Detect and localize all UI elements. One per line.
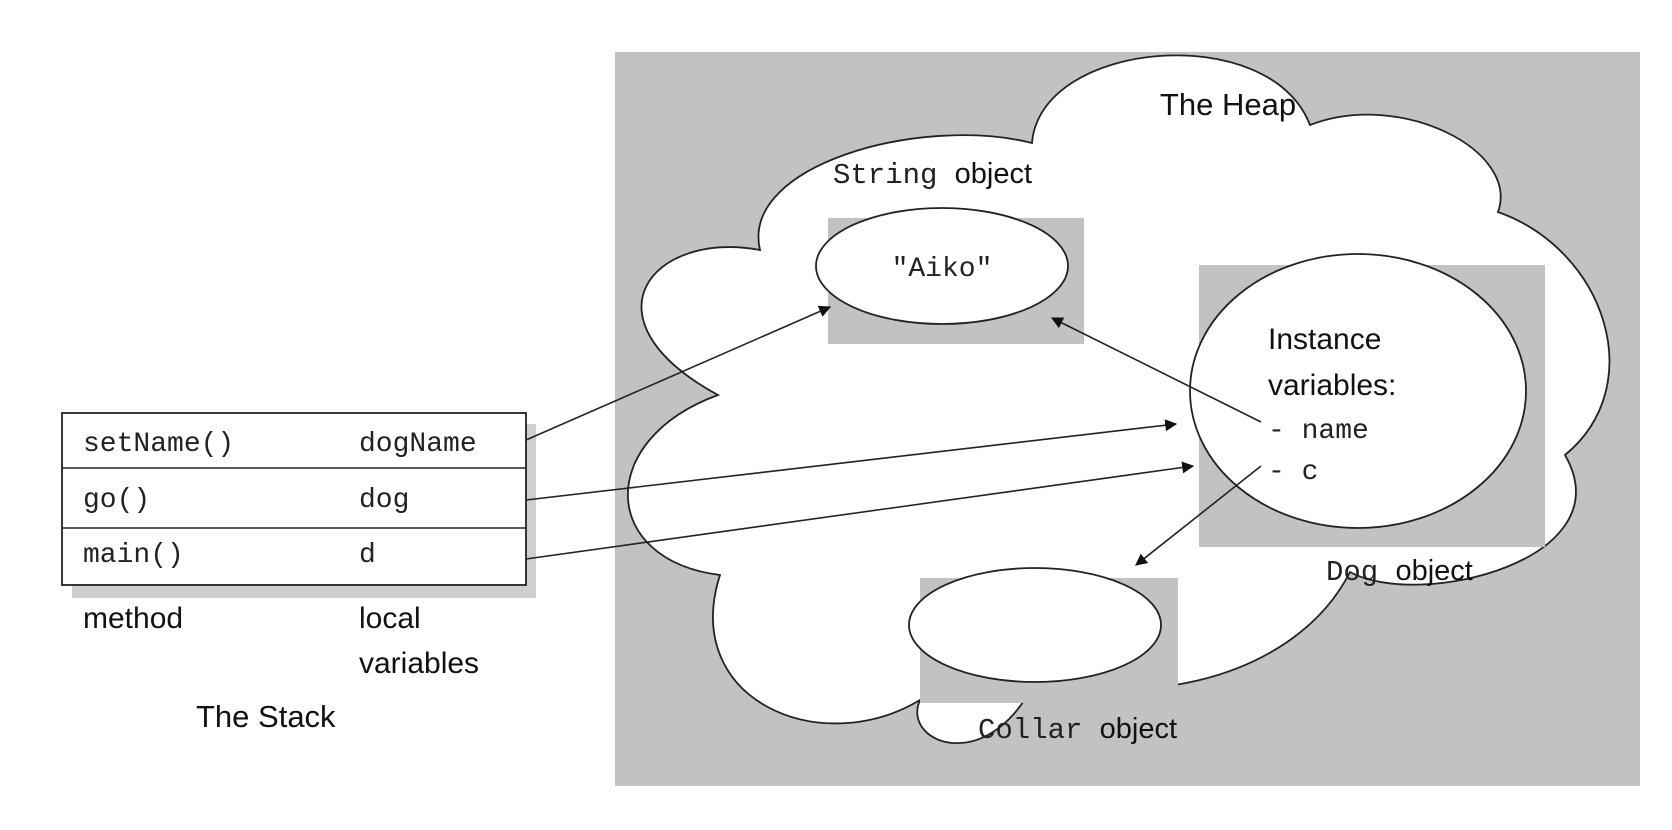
stack-method-setname: setName() <box>83 429 234 460</box>
arrow-name-to-string <box>1050 317 1262 423</box>
stack-title: The Stack <box>196 699 336 734</box>
string-object-type: String <box>833 159 937 192</box>
dog-object-word: object <box>1395 555 1472 587</box>
string-object-ellipse <box>815 207 1069 325</box>
dog-object-label: Dog object <box>1326 555 1473 589</box>
stack-method-go: go() <box>83 485 150 516</box>
arrow-d-to-dog-object <box>525 461 1195 560</box>
stack-var-dogname: dogName <box>359 429 477 460</box>
string-value: "Aiko" <box>892 254 993 285</box>
collar-object-type: Collar <box>978 714 1082 747</box>
collar-object-word: object <box>1100 713 1177 745</box>
dog-field-name: - name <box>1268 416 1369 447</box>
stack-var-d: d <box>359 540 376 571</box>
stack-table <box>61 412 527 586</box>
arrow-dogname-to-string <box>525 305 832 441</box>
stack-var-dog: dog <box>359 485 409 516</box>
arrow-c-to-collar <box>1135 465 1262 566</box>
collar-object-ellipse <box>908 567 1162 683</box>
arrow-dog-to-dog-object <box>525 419 1178 501</box>
dog-heading-line2: variables: <box>1268 369 1396 402</box>
dog-object-ellipse <box>1189 253 1527 529</box>
stack-method-main: main() <box>83 540 184 571</box>
collar-object-label: Collar object <box>978 713 1177 747</box>
stack-method-label: method <box>83 602 183 635</box>
string-object-word: object <box>955 158 1032 190</box>
string-object-label: String object <box>833 158 1032 192</box>
dog-field-c: - c <box>1268 457 1318 488</box>
dog-heading-line1: Instance <box>1268 323 1381 356</box>
dog-object-type: Dog <box>1326 556 1378 589</box>
stack-vars-label-line2: variables <box>359 647 479 680</box>
heap-title: The Heap <box>1160 87 1296 122</box>
stack-vars-label-line1: local <box>359 602 421 635</box>
